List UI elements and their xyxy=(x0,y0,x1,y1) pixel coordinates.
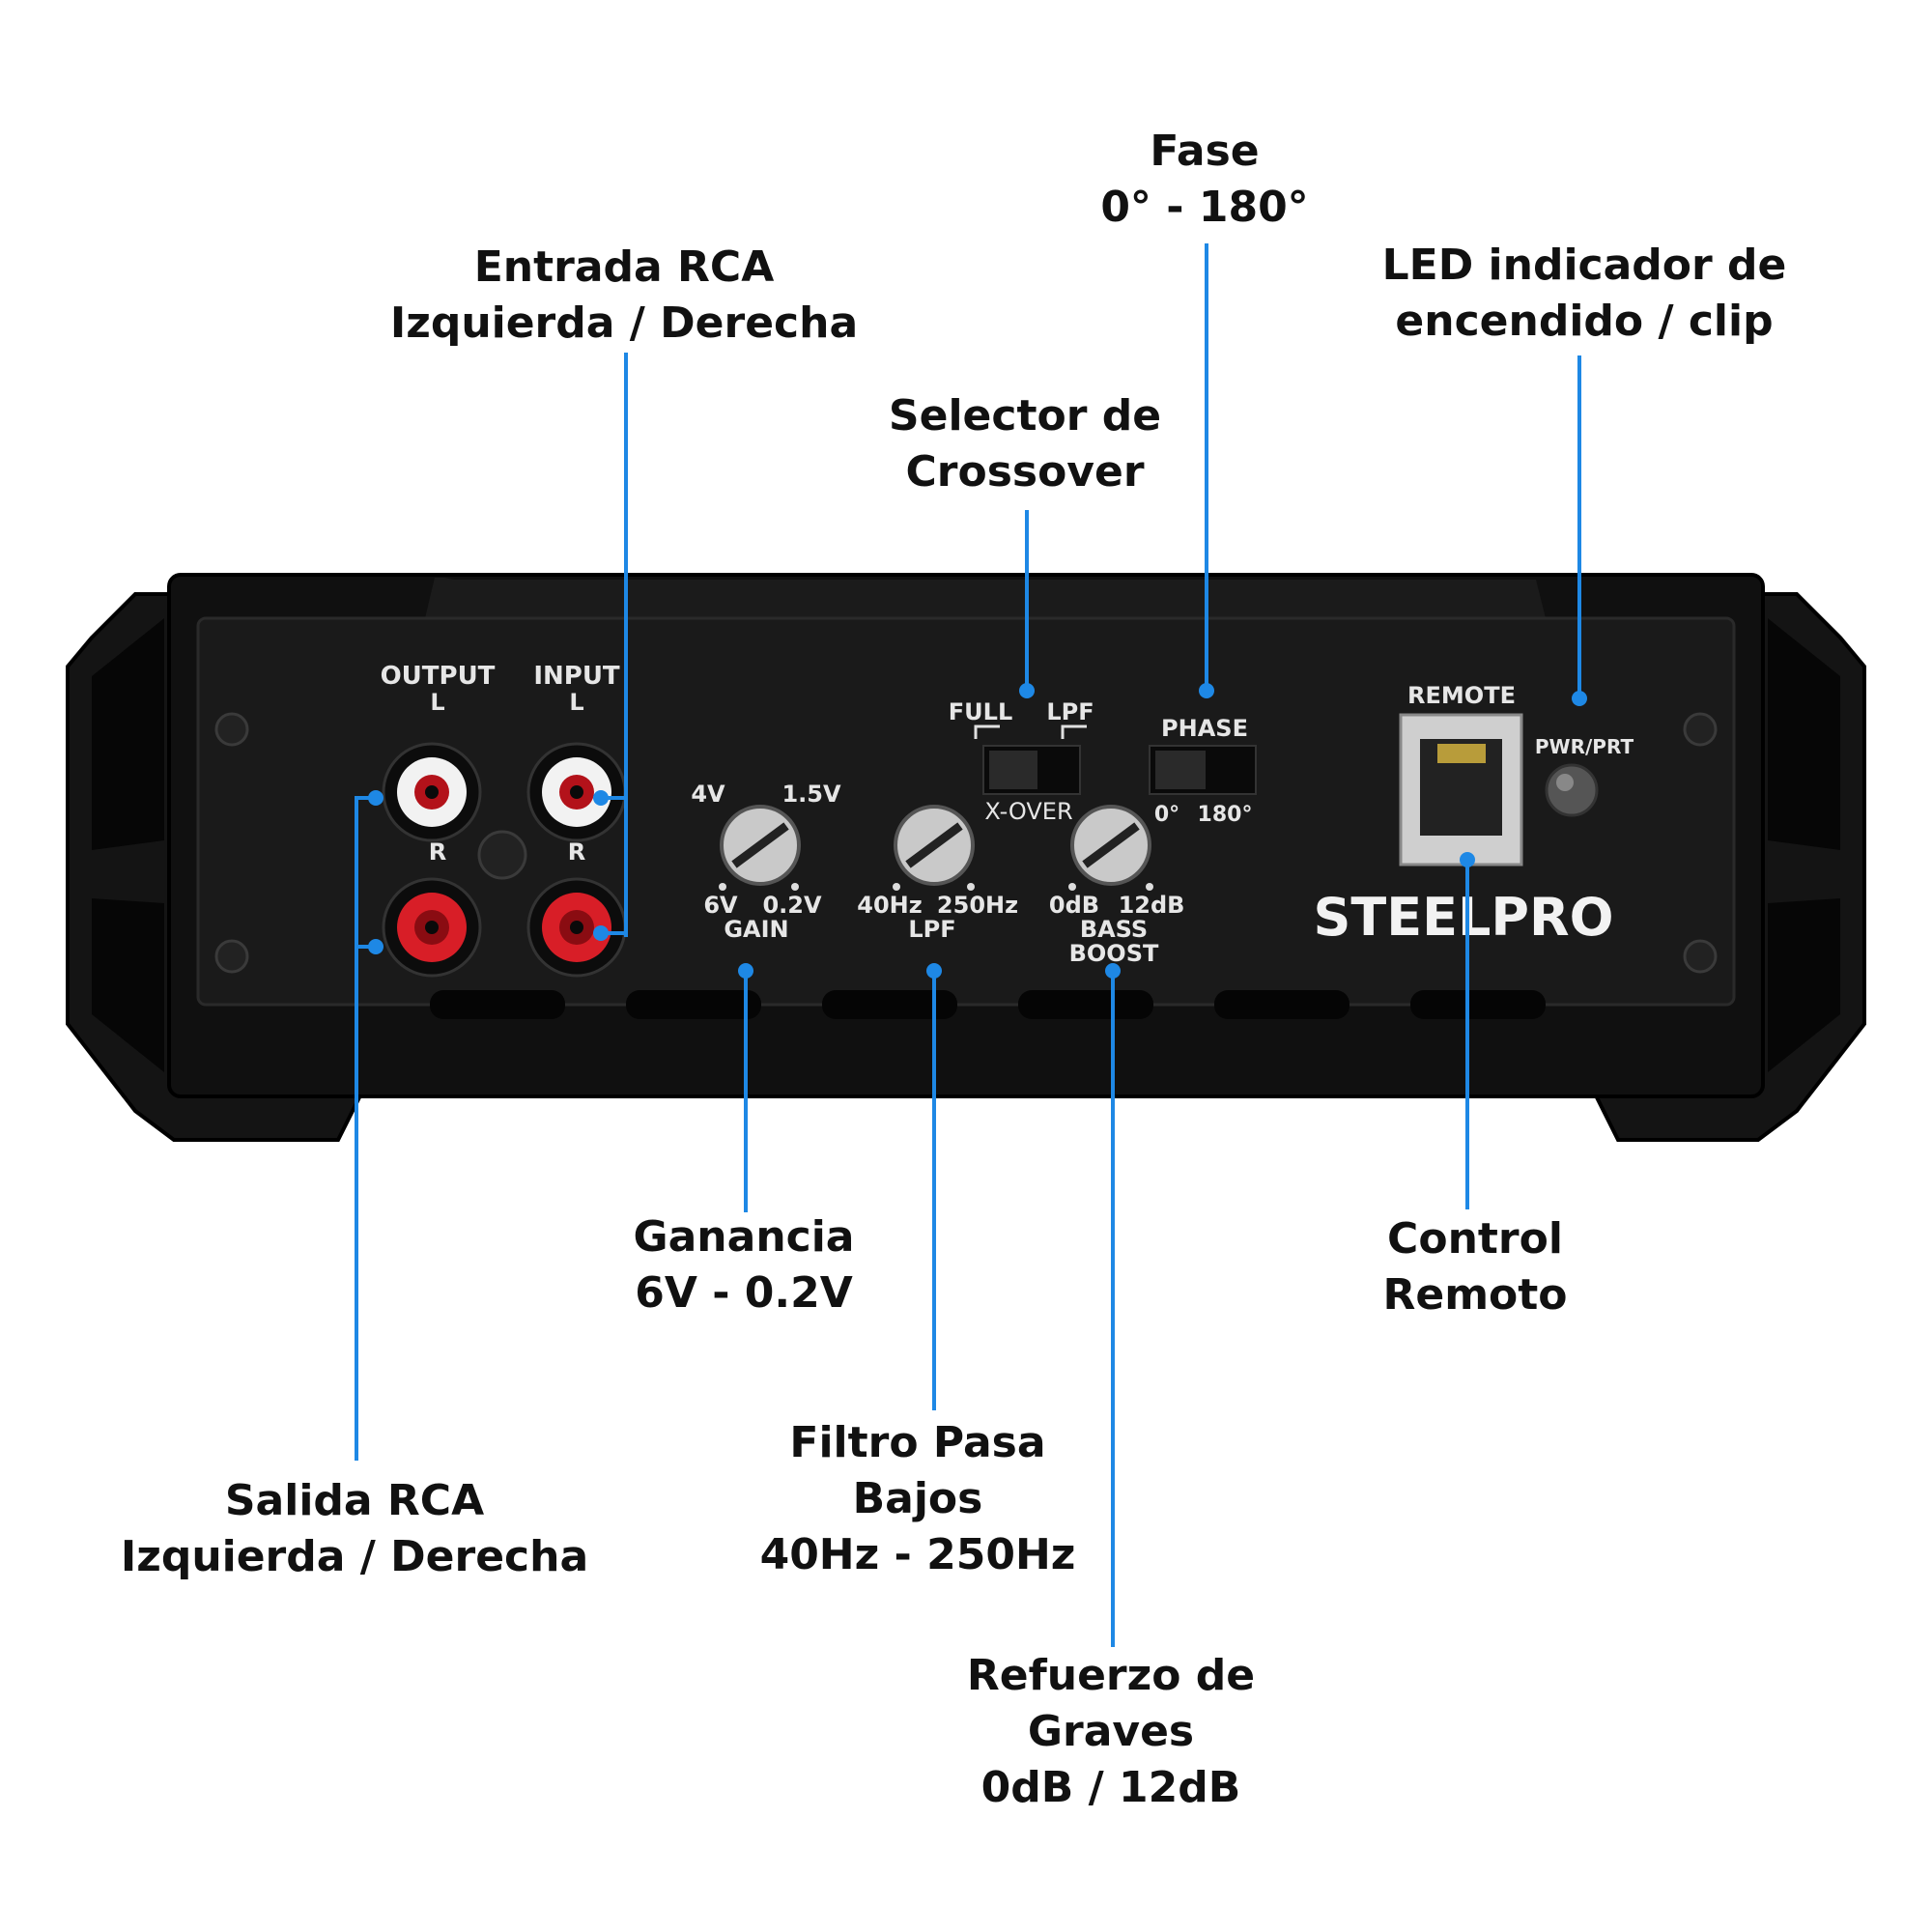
gain-bottom-right: 0.2V xyxy=(762,892,822,919)
lead-fase xyxy=(1205,243,1208,688)
phase-left: 0° xyxy=(1154,803,1179,827)
dot-filtro xyxy=(926,963,942,979)
xover-label: X-OVER xyxy=(984,798,1072,825)
lpf-bottom-left: 40Hz xyxy=(857,892,922,919)
callout-led: LED indicador de encendido / clip xyxy=(1381,241,1787,346)
lead-entrada xyxy=(624,353,628,937)
brand-logo: STEELPRO xyxy=(1314,887,1614,948)
lpf-bottom-right: 250Hz xyxy=(937,892,1018,919)
dot-entrada-l xyxy=(593,790,609,806)
phase-label: PHASE xyxy=(1161,715,1248,742)
callout-refuerzo: Refuerzo de Graves 0dB / 12dB xyxy=(966,1651,1256,1812)
dot-salida-l xyxy=(368,790,384,806)
right-bracket-slot-top xyxy=(1768,618,1840,850)
output-label: OUTPUT xyxy=(381,662,496,691)
rca-output-l xyxy=(382,742,482,842)
remote-port xyxy=(1399,713,1523,867)
bass-bottom-right: 12dB xyxy=(1119,892,1185,919)
dot-remoto xyxy=(1460,852,1475,867)
gain-label: GAIN xyxy=(724,916,788,943)
lpf-label: LPF xyxy=(908,916,955,943)
bass-label-1: BASS xyxy=(1080,916,1148,943)
left-bracket-slot-top xyxy=(92,618,164,850)
dot-crossover xyxy=(1019,683,1035,698)
chassis-top-tab xyxy=(425,578,1546,618)
phase-right: 180° xyxy=(1198,803,1253,827)
dot-ganancia xyxy=(738,963,753,979)
callout-fase: Fase 0° - 180° xyxy=(1100,127,1309,232)
lead-refuerzo xyxy=(1111,971,1115,1647)
output-l-label: L xyxy=(430,689,444,716)
lead-salida-h2 xyxy=(355,945,376,949)
lead-ganancia xyxy=(744,971,748,1212)
lead-remoto xyxy=(1465,860,1469,1209)
dot-led xyxy=(1572,691,1587,706)
input-r-label: R xyxy=(568,838,585,866)
rca-output-r xyxy=(382,877,482,978)
vent-slots xyxy=(430,990,1546,1019)
callout-filtro: Filtro Pasa Bajos 40Hz - 250Hz xyxy=(759,1418,1076,1579)
right-bracket-slot-bottom xyxy=(1768,898,1840,1072)
lead-led xyxy=(1577,355,1581,698)
xover-lpf: LPF xyxy=(1046,698,1094,725)
power-led xyxy=(1545,763,1599,817)
dot-salida-r xyxy=(368,939,384,954)
lead-entrada-h2 xyxy=(600,931,626,935)
rca-input-l xyxy=(526,742,627,842)
gain-knob xyxy=(720,805,801,886)
output-r-label: R xyxy=(429,838,446,866)
callout-entrada-rca: Entrada RCA Izquierda / Derecha xyxy=(389,242,859,348)
phase-switch xyxy=(1149,745,1257,795)
gain-top-left: 4V xyxy=(691,781,725,808)
lpf-knob xyxy=(894,805,975,886)
rca-input-r xyxy=(526,877,627,978)
gain-bottom-left: 6V xyxy=(703,892,738,919)
callout-salida-rca: Salida RCA Izquierda / Derecha xyxy=(120,1476,589,1581)
bass-boost-knob xyxy=(1070,805,1151,886)
input-label: INPUT xyxy=(533,662,620,691)
lead-crossover xyxy=(1025,510,1029,689)
lead-filtro xyxy=(932,971,936,1410)
gain-top-right: 1.5V xyxy=(781,781,841,808)
callout-ganancia: Ganancia 6V - 0.2V xyxy=(633,1212,855,1318)
dot-entrada-r xyxy=(593,925,609,941)
dot-refuerzo xyxy=(1105,963,1121,979)
screws xyxy=(214,712,1718,974)
lead-salida-h1 xyxy=(355,796,376,800)
remote-label: REMOTE xyxy=(1407,682,1516,709)
dot-fase xyxy=(1199,683,1214,698)
lead-entrada-h1 xyxy=(600,796,626,800)
bass-label-2: BOOST xyxy=(1069,940,1159,967)
callout-selector-crossover: Selector de Crossover xyxy=(888,391,1162,497)
xover-full: FULL xyxy=(949,698,1012,725)
bass-bottom-left: 0dB xyxy=(1049,892,1099,919)
xover-switch xyxy=(974,724,1087,795)
lead-salida xyxy=(355,796,358,1461)
input-l-label: L xyxy=(569,689,583,716)
callout-control-remoto: Control Remoto xyxy=(1382,1214,1568,1320)
left-bracket-slot-bottom xyxy=(92,898,164,1072)
led-label: PWR/PRT xyxy=(1535,735,1634,758)
